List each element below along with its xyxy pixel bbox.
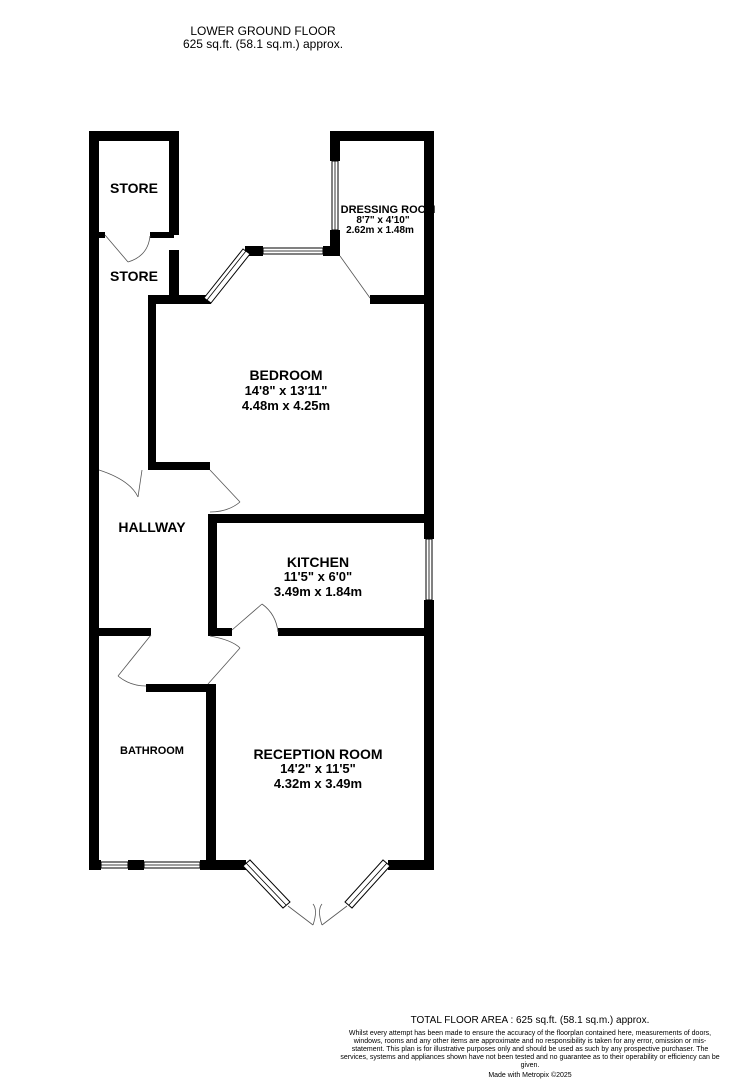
door [231, 603, 263, 631]
room-labels: STORE STORE DRESSING ROOM 8'7" x 4'10" 2… [110, 180, 435, 791]
wall [206, 684, 216, 870]
door-swing [312, 903, 316, 926]
room-name-bathroom: BATHROOM [120, 745, 184, 757]
room-dim-metric-reception-room: 4.32m x 3.49m [274, 776, 362, 791]
room-name-hallway: HALLWAY [118, 519, 186, 535]
door [207, 647, 241, 685]
wall [245, 246, 263, 256]
door [339, 255, 371, 299]
disclaimer-text: Whilst every attempt has been made to en… [340, 1030, 720, 1069]
door-swing [127, 235, 151, 263]
wall [89, 131, 99, 870]
wall [330, 131, 434, 141]
wall [200, 860, 246, 870]
wall [424, 600, 434, 870]
doors [98, 234, 371, 926]
wall [370, 295, 434, 304]
room-name-store-upper: STORE [110, 180, 158, 196]
room-dim-metric-dressing-room: 2.62m x 1.48m [346, 225, 414, 236]
wall [330, 131, 340, 161]
wall [150, 232, 174, 238]
wall [89, 860, 101, 870]
door-swing [209, 635, 241, 649]
wall [148, 295, 211, 304]
wall [278, 628, 434, 636]
door-swing [209, 501, 241, 513]
door-swing [117, 675, 147, 687]
wall [148, 295, 156, 468]
wall [424, 131, 434, 539]
door [104, 234, 129, 263]
door-swing [261, 603, 279, 633]
floor-area: 625 sq.ft. (58.1 sq.m.) approx. [182, 37, 344, 51]
floor-name: LOWER GROUND FLOOR [190, 24, 336, 38]
door-swing [319, 903, 323, 926]
room-dim-imperial-kitchen: 11'5" x 6'0" [284, 569, 352, 584]
room-dim-metric-bedroom: 4.48m x 4.25m [242, 398, 330, 413]
door [117, 634, 152, 677]
room-name-store-lower: STORE [110, 268, 158, 284]
windows [100, 160, 433, 909]
wall [208, 514, 217, 636]
door-swing [98, 469, 139, 498]
room-dim-imperial-bedroom: 14'8" x 13'11" [245, 383, 328, 398]
wall [388, 860, 434, 870]
total-floor-area: TOTAL FLOOR AREA : 625 sq.ft. (58.1 sq.m… [410, 1015, 650, 1026]
wall [208, 514, 434, 523]
wall [99, 232, 105, 238]
door [137, 469, 143, 498]
wall [128, 860, 144, 870]
wall [169, 131, 179, 235]
wall [169, 250, 179, 302]
floor-plan: STORE STORE DRESSING ROOM 8'7" x 4'10" 2… [89, 131, 435, 926]
room-name-bedroom: BEDROOM [249, 367, 322, 383]
room-name-dressing-room: DRESSING ROOM [341, 204, 436, 216]
room-name-kitchen: KITCHEN [287, 554, 349, 570]
walls [89, 131, 434, 870]
wall [148, 462, 210, 470]
door [287, 905, 314, 926]
room-dim-metric-kitchen: 3.49m x 1.84m [274, 584, 362, 599]
wall [99, 628, 151, 636]
room-name-reception-room: RECEPTION ROOM [253, 746, 382, 762]
wall [208, 628, 232, 636]
room-dim-imperial-dressing-room: 8'7" x 4'10" [356, 215, 409, 226]
room-dim-imperial-reception-room: 14'2" x 11'5" [280, 761, 356, 776]
credit-text: Made with Metropix ©2025 [488, 1072, 572, 1079]
door [321, 905, 348, 926]
wall [146, 684, 208, 692]
wall [330, 230, 340, 256]
door [209, 469, 241, 503]
wall [89, 131, 179, 141]
